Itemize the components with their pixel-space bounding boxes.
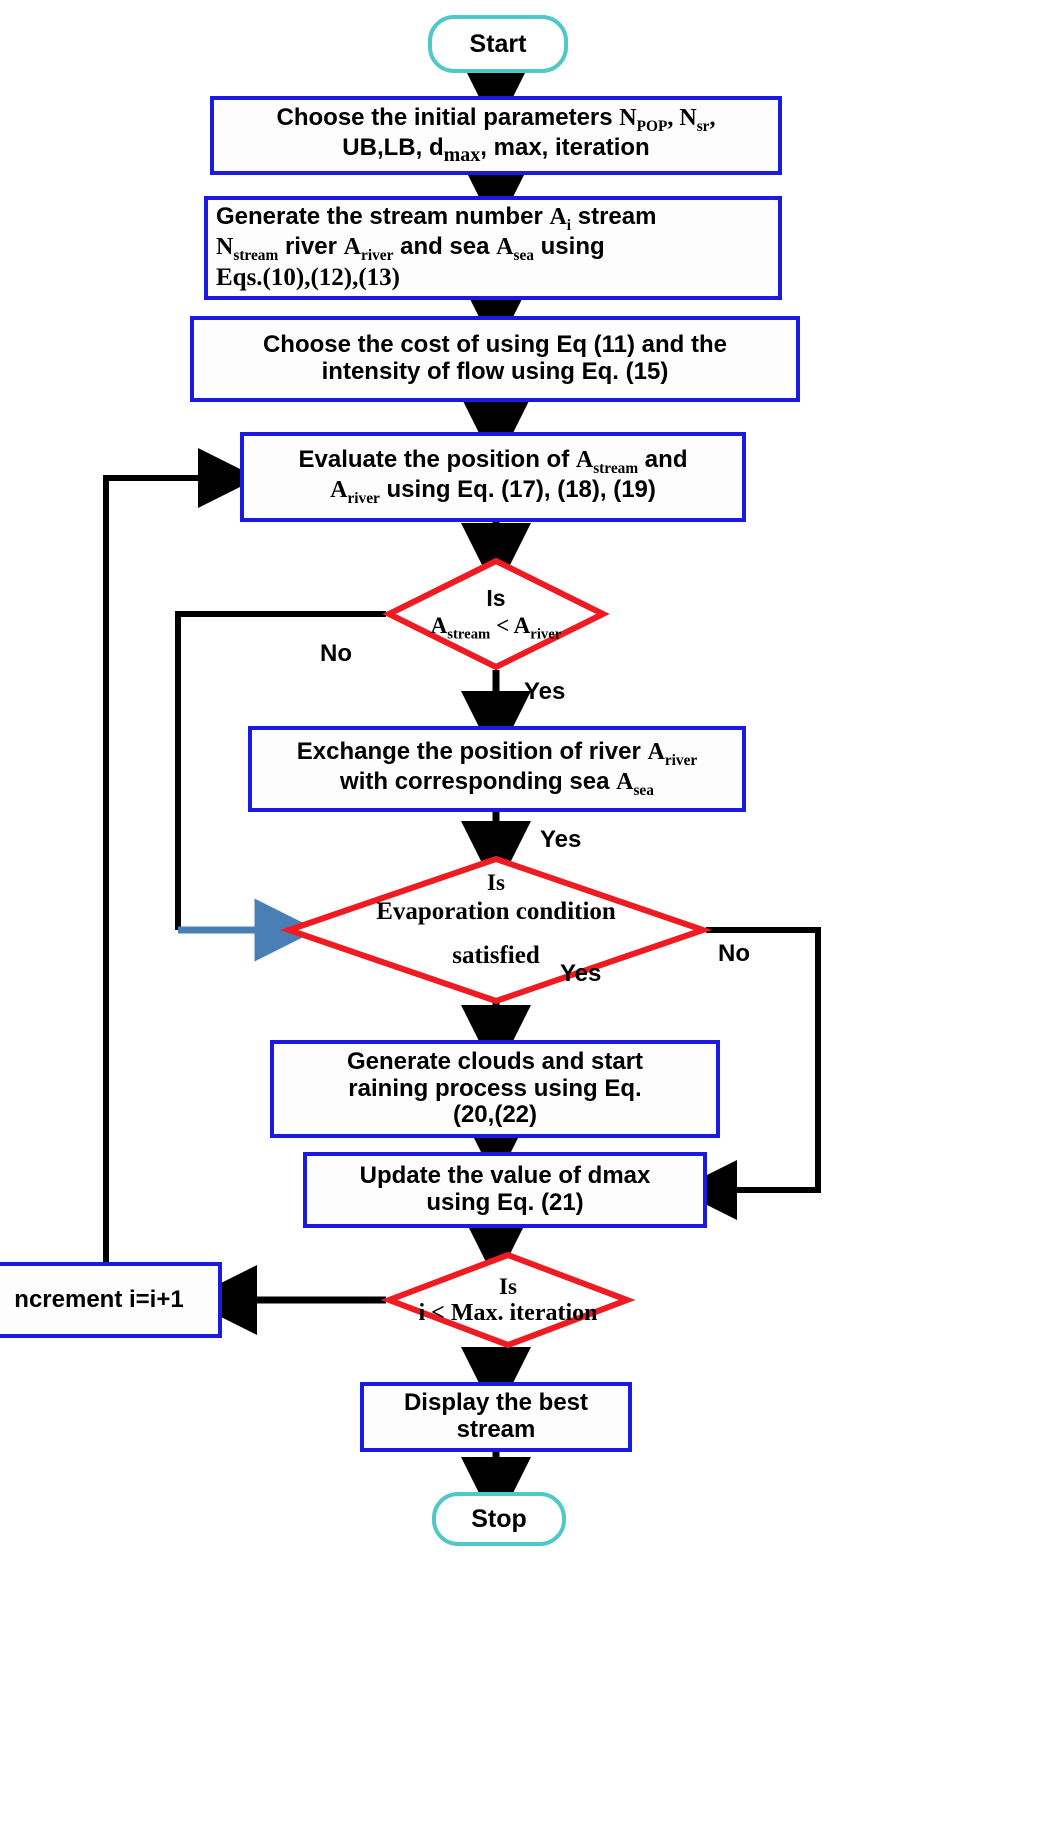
p2-asea: Asea [496, 234, 534, 264]
node-exchange-position[interactable]: Exchange the position of river Ariver wi… [248, 726, 746, 812]
node-increment-counter[interactable]: ncrement i=i+1 [0, 1262, 222, 1338]
node-display-best-stream[interactable]: Display the best stream [360, 1382, 632, 1452]
edge-d2no-to-p7 [677, 927, 821, 1220]
p6-line2: raining process using Eq. [348, 1074, 642, 1102]
node-choose-cost[interactable]: Choose the cost of using Eq (11) and the… [190, 316, 800, 402]
p7-line2: using Eq. (21) [426, 1189, 584, 1216]
node-stop[interactable]: Stop [432, 1492, 566, 1546]
p5-l1-a: Exchange the position of river [296, 738, 648, 766]
edge-increment-to-p4 [103, 448, 258, 1262]
p5-ariver: Ariver [647, 739, 698, 769]
p6-line1: Generate clouds and start [346, 1047, 644, 1075]
node-generate-clouds[interactable]: Generate clouds and start raining proces… [270, 1040, 720, 1138]
p2-l2-c: using [533, 233, 605, 260]
node-evaluate-position[interactable]: Evaluate the position of Astream and Ari… [240, 432, 746, 522]
node-stop-label: Stop [471, 1505, 527, 1533]
p4-l1-a: Evaluate the position of [298, 446, 576, 474]
p5-asea: Asea [616, 769, 654, 799]
p2-l1-a: Generate the stream number [216, 203, 550, 231]
p2-ariver: Ariver [343, 234, 394, 264]
p4-l1-b: and [638, 446, 688, 474]
p1-line1-a: Choose the initial parameters [276, 103, 613, 131]
node-generate-stream-number[interactable]: Generate the stream number Ai stream Nst… [204, 196, 782, 300]
p4-astream: Astream [575, 447, 639, 477]
node-decision-stream-vs-river[interactable]: Is Astream < Ariver [382, 557, 610, 671]
node-choose-initial-parameters[interactable]: Choose the initial parameters NPOP, Nsr,… [210, 96, 782, 175]
p2-l1-b: stream [571, 203, 657, 231]
p3-line2: intensity of flow using Eq. (15) [321, 358, 669, 385]
p1-nsr: , Nsr [667, 104, 710, 135]
p2-l2-b: and sea [393, 233, 497, 260]
edge-label-d2-yes-bottom: Yes [560, 960, 602, 987]
node-decision-evaporation[interactable]: Is Evaporation condition satisfied [279, 855, 713, 1005]
p2-l3: Eqs.(10),(12),(13) [216, 263, 401, 291]
edge-label-d2-yes-top: Yes [540, 826, 582, 853]
node-start-label: Start [469, 30, 527, 58]
p2-l2-a: river [278, 233, 344, 260]
p4-l2-b: using Eq. (17), (18), (19) [379, 476, 656, 503]
edge-d1no-path [175, 611, 386, 930]
p4-ariver: Ariver [330, 477, 380, 507]
edge-label-d1-no: No [320, 640, 352, 667]
p9-line2: stream [456, 1416, 536, 1443]
p1-line2-b: , max, iteration [480, 133, 650, 161]
p1-line2-a: UB,LB, dmax [342, 133, 481, 166]
p6-line3: (20,(22) [452, 1101, 538, 1129]
p2-nstream: Nstream [216, 234, 279, 264]
p9-line1: Display the best [403, 1389, 589, 1417]
node-update-dmax[interactable]: Update the value of dmax using Eq. (21) [303, 1152, 707, 1228]
p1-npop: NPOP [619, 104, 668, 135]
edge-label-d1-yes: Yes [524, 678, 566, 705]
node-decision-max-iteration[interactable]: Is i < Max. iteration [380, 1251, 636, 1349]
p2-ai: Ai [549, 204, 572, 234]
p3-line1: Choose the cost of using Eq (11) and the [262, 331, 728, 359]
p5-l2-a: with corresponding sea [340, 768, 617, 795]
p7-line1: Update the value of dmax [359, 1162, 651, 1190]
p8-label: ncrement i=i+1 [14, 1285, 184, 1313]
p1-comma: , [709, 104, 716, 131]
edge-label-d2-no: No [718, 940, 750, 967]
node-start[interactable]: Start [428, 15, 568, 73]
